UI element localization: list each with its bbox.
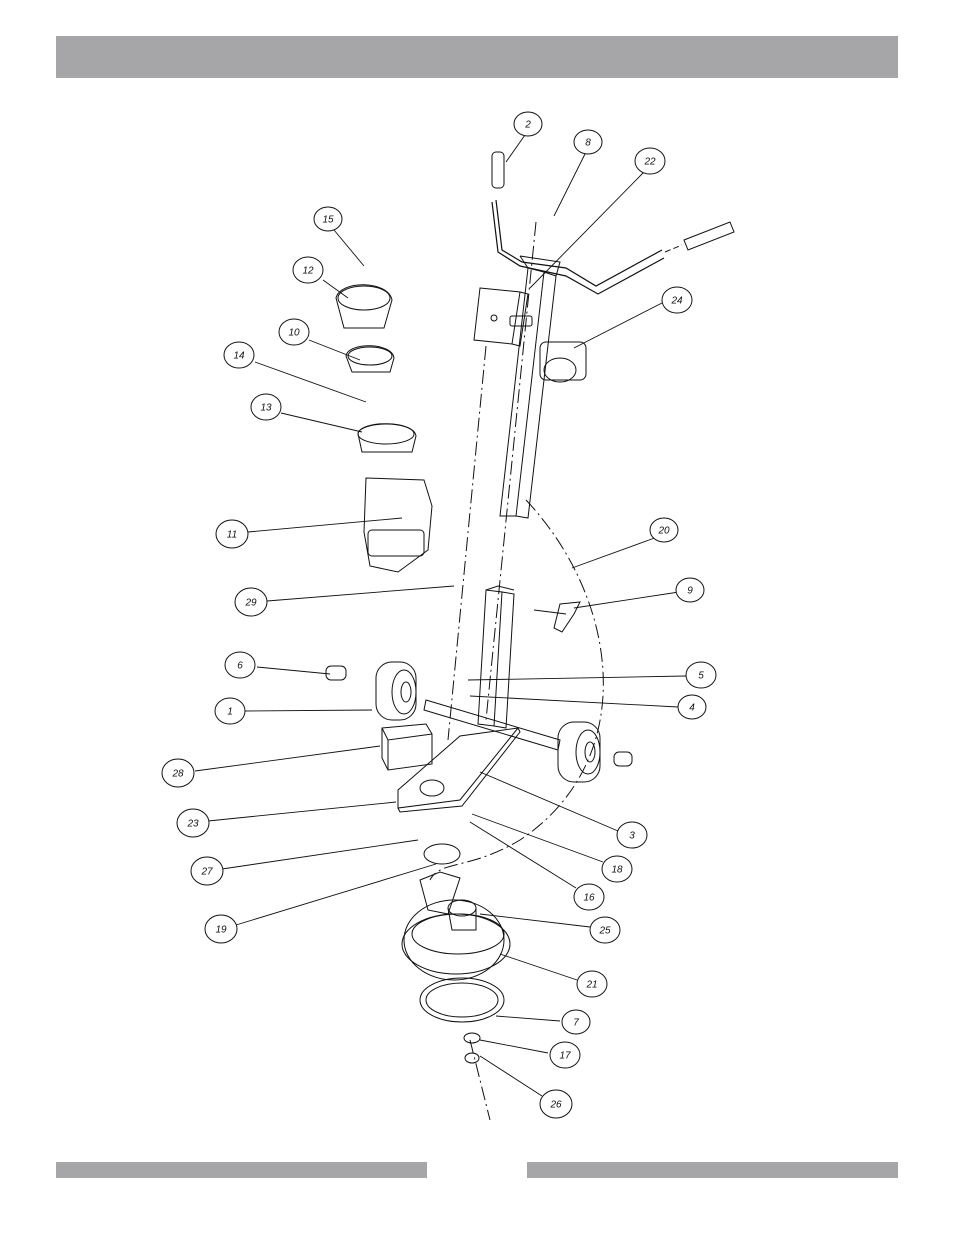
callout-label: 3 xyxy=(629,831,635,842)
callout-19: 19 xyxy=(205,915,237,943)
callout-label: 9 xyxy=(687,586,693,597)
callout-label: 7 xyxy=(573,1018,579,1029)
callout-balloons: 2 8 22 15 12 10 14 13 24 11 20 29 9 6 5 … xyxy=(162,112,716,1118)
callout-label: 25 xyxy=(598,926,611,937)
callout-label: 14 xyxy=(233,351,245,362)
callout-22: 22 xyxy=(635,148,665,174)
callout-24: 24 xyxy=(662,287,692,313)
callout-label: 6 xyxy=(237,661,243,672)
callout-label: 2 xyxy=(524,120,531,131)
callout-1: 1 xyxy=(215,698,245,724)
callout-label: 21 xyxy=(585,980,597,991)
callout-9: 9 xyxy=(676,578,704,602)
leader-lines xyxy=(195,135,686,1096)
callout-28: 28 xyxy=(162,759,194,787)
callout-label: 1 xyxy=(227,707,233,718)
callout-label: 27 xyxy=(200,867,213,878)
callout-3: 3 xyxy=(617,822,647,848)
callout-label: 24 xyxy=(670,296,683,307)
callout-4: 4 xyxy=(678,695,706,719)
callout-label: 22 xyxy=(643,157,656,168)
callout-label: 13 xyxy=(260,403,272,414)
callout-15: 15 xyxy=(314,207,342,231)
callout-20: 20 xyxy=(650,518,678,542)
callout-label: 15 xyxy=(322,215,334,226)
callout-label: 19 xyxy=(215,925,227,936)
electrical-box xyxy=(382,724,432,770)
callout-6: 6 xyxy=(225,652,255,678)
callout-label: 18 xyxy=(611,865,623,876)
callout-label: 23 xyxy=(186,819,199,830)
motor-assembly xyxy=(336,285,432,572)
callout-13: 13 xyxy=(251,394,281,420)
callout-label: 16 xyxy=(583,893,595,904)
callout-26: 26 xyxy=(540,1090,572,1118)
upper-frame xyxy=(500,256,560,518)
t-knob xyxy=(534,602,580,632)
callout-27: 27 xyxy=(191,857,223,885)
callout-label: 4 xyxy=(689,703,695,714)
callout-10: 10 xyxy=(279,319,309,345)
callout-7: 7 xyxy=(562,1010,590,1034)
handle-bar xyxy=(492,152,734,294)
callout-label: 10 xyxy=(288,328,300,339)
callout-12: 12 xyxy=(293,257,323,283)
callout-23: 23 xyxy=(177,809,209,837)
callout-label: 20 xyxy=(657,526,670,537)
callout-label: 12 xyxy=(302,266,314,277)
callout-label: 28 xyxy=(171,769,184,780)
callout-label: 29 xyxy=(244,598,257,609)
callout-29: 29 xyxy=(235,588,267,616)
callout-16: 16 xyxy=(574,884,604,910)
lower-column xyxy=(478,586,514,728)
callout-18: 18 xyxy=(602,856,632,882)
callout-label: 5 xyxy=(698,671,704,682)
control-box xyxy=(474,288,532,346)
callout-2: 2 xyxy=(514,112,542,136)
callout-21: 21 xyxy=(577,971,607,997)
callout-label: 8 xyxy=(585,138,591,149)
callout-label: 26 xyxy=(549,1100,562,1111)
callout-17: 17 xyxy=(550,1042,580,1068)
callout-label: 17 xyxy=(559,1051,571,1062)
callout-14: 14 xyxy=(224,342,254,368)
base-plate xyxy=(398,728,520,812)
callout-8: 8 xyxy=(574,130,602,154)
cylinder-part xyxy=(540,342,586,382)
drive-parts xyxy=(402,844,510,1063)
callout-5: 5 xyxy=(686,662,716,688)
callout-11: 11 xyxy=(216,520,248,548)
callout-25: 25 xyxy=(590,917,620,943)
callout-label: 11 xyxy=(227,530,237,541)
